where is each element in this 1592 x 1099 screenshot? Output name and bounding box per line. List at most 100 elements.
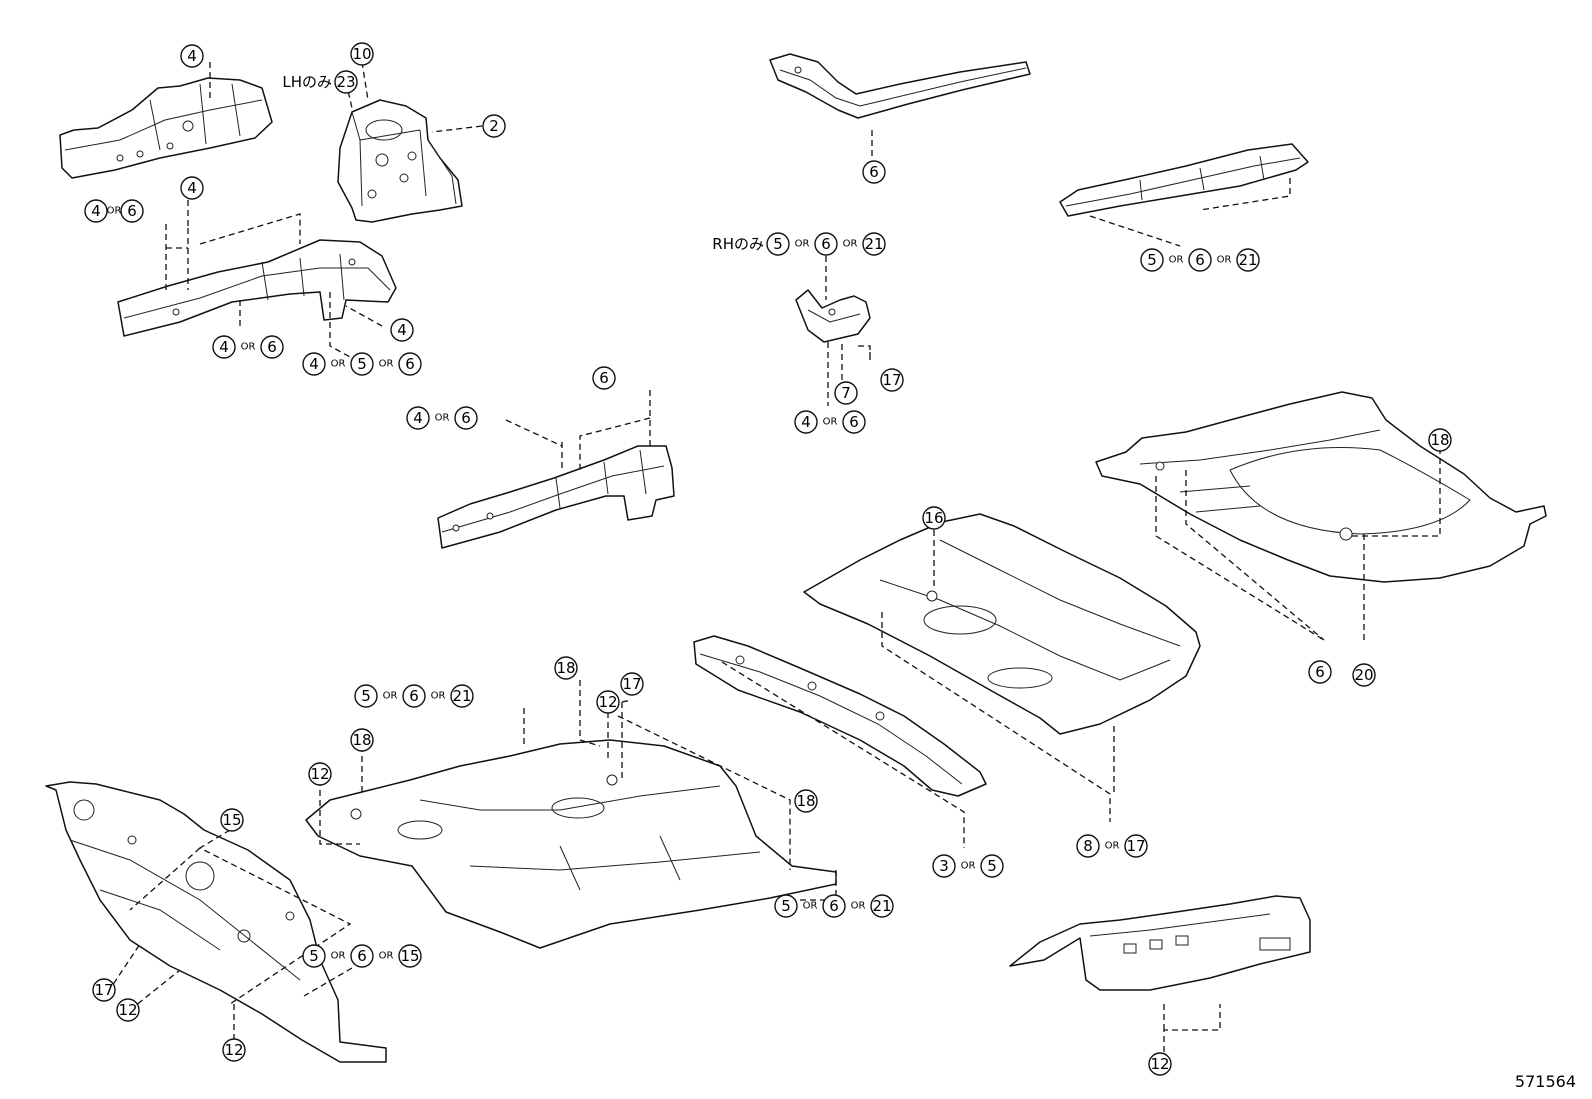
- callout-circle: [922, 506, 946, 530]
- or-separator: OR: [1217, 255, 1232, 266]
- rh-bracket[interactable]: [795, 289, 871, 343]
- part-number: 4: [309, 355, 319, 373]
- callout-circle: [350, 352, 374, 376]
- callout-circle: [880, 368, 904, 392]
- callout-4[interactable]: 4: [180, 44, 204, 68]
- callout-circle: [822, 894, 846, 918]
- part-number: 15: [222, 811, 241, 829]
- callout-circle: [482, 114, 506, 138]
- callout-circle: [870, 894, 894, 918]
- part-number: 3: [939, 857, 949, 875]
- part-number: 6: [405, 355, 415, 373]
- part-number: 6: [267, 338, 277, 356]
- callout-4[interactable]: 4: [390, 318, 414, 342]
- rear-floor-side-rail[interactable]: [1059, 143, 1309, 217]
- callout-12[interactable]: 12: [596, 690, 620, 714]
- callout-6[interactable]: 6: [592, 366, 616, 390]
- or-separator: OR: [431, 691, 446, 702]
- part-number: 21: [872, 897, 891, 915]
- part-number: 4: [801, 413, 811, 431]
- callout-6[interactable]: 6: [1308, 660, 1332, 684]
- or-separator: OR: [107, 206, 122, 217]
- callout-circle: [402, 684, 426, 708]
- callout-18[interactable]: 18: [554, 656, 578, 680]
- part-number: 5: [1147, 251, 1157, 269]
- callout-circle: [454, 406, 478, 430]
- part-number: 23: [336, 73, 355, 91]
- center-floor-pan[interactable]: [803, 513, 1201, 735]
- callout-18[interactable]: 18: [794, 789, 818, 813]
- callout-17[interactable]: 17: [92, 978, 116, 1002]
- part-number: 12: [224, 1041, 243, 1059]
- callout-circle: [260, 335, 284, 359]
- callout-20[interactable]: 20: [1352, 663, 1376, 687]
- tunnel-reinforcement[interactable]: [1009, 895, 1311, 991]
- callout-12[interactable]: 12: [222, 1038, 246, 1062]
- center-floor-crossmember[interactable]: [693, 635, 987, 797]
- callout-circle: [1140, 248, 1164, 272]
- callout-12[interactable]: 12: [1148, 1052, 1172, 1076]
- front-side-member-upper-lh[interactable]: [59, 77, 273, 179]
- or-separator: OR: [379, 359, 394, 370]
- front-suspension-tower[interactable]: [337, 99, 463, 223]
- callout-4[interactable]: 4: [180, 176, 204, 200]
- rear-floor-pan[interactable]: [1095, 391, 1547, 583]
- callout-17[interactable]: 17: [880, 368, 904, 392]
- callout-7[interactable]: 7: [834, 381, 858, 405]
- part-number: 21: [1238, 251, 1257, 269]
- part-number: 5: [987, 857, 997, 875]
- part-outlines: [45, 53, 1547, 1063]
- callout-circle: [120, 199, 144, 223]
- callout-10[interactable]: 10: [350, 42, 374, 66]
- callout-17[interactable]: 17: [620, 672, 644, 696]
- front-floor-pan[interactable]: [305, 739, 837, 949]
- callout-circle: [302, 352, 326, 376]
- callout-circle: [1236, 248, 1260, 272]
- callout-18[interactable]: 18: [1428, 428, 1452, 452]
- callout-circle: [350, 42, 374, 66]
- callout-circle: [1428, 428, 1452, 452]
- note-label: RHのみ: [712, 235, 764, 253]
- callout-18[interactable]: 18: [350, 728, 374, 752]
- callout-circle: [1308, 660, 1332, 684]
- callout-6[interactable]: 6: [862, 160, 886, 184]
- callout-circle: [862, 232, 886, 256]
- leader-lines: [107, 61, 1441, 1062]
- part-number: 18: [1430, 431, 1449, 449]
- callout-circle: [350, 944, 374, 968]
- rocker-rail[interactable]: [769, 53, 1031, 119]
- callout-circle: [862, 160, 886, 184]
- part-number: 4: [397, 321, 407, 339]
- dash-panel[interactable]: [45, 781, 387, 1063]
- part-number: 2: [489, 117, 499, 135]
- or-separator: OR: [795, 239, 810, 250]
- callout-12[interactable]: 12: [116, 998, 140, 1022]
- front-side-member-rear[interactable]: [437, 445, 675, 549]
- part-number: 12: [598, 693, 617, 711]
- callout-circle: [406, 406, 430, 430]
- callout-16[interactable]: 16: [922, 506, 946, 530]
- part-number: 20: [1354, 666, 1373, 684]
- callout-circle: [220, 808, 244, 832]
- front-side-member[interactable]: [117, 239, 397, 337]
- or-separator: OR: [383, 691, 398, 702]
- callout-circle: [354, 684, 378, 708]
- callout-12[interactable]: 12: [308, 762, 332, 786]
- callout-2[interactable]: 2: [482, 114, 506, 138]
- callout-15[interactable]: 15: [220, 808, 244, 832]
- callout-circle: [620, 672, 644, 696]
